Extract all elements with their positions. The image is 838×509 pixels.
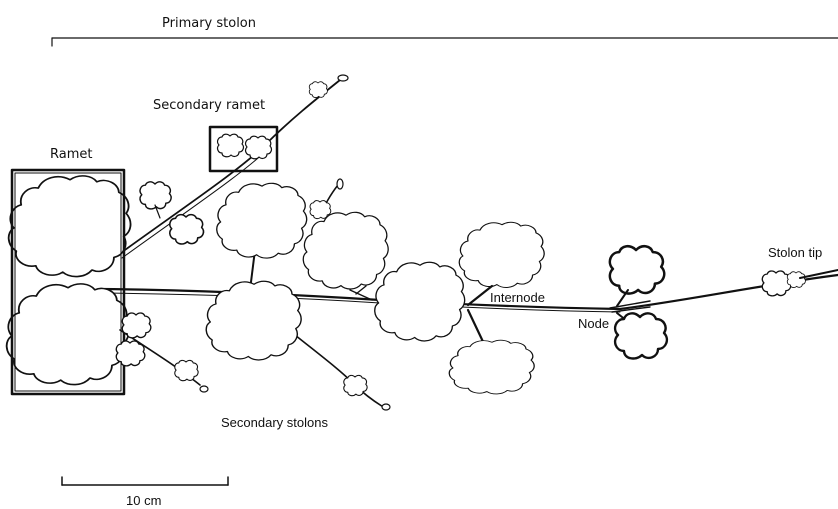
secondary-ramet-label: Secondary ramet bbox=[153, 98, 265, 113]
center-right-leaves bbox=[448, 221, 545, 395]
stolon-tip-label: Stolon tip bbox=[768, 245, 822, 260]
scale-bar-label: 10 cm bbox=[126, 493, 161, 508]
internode-label: Internode bbox=[490, 290, 545, 305]
node-leaves bbox=[608, 244, 669, 360]
primary-stolon-label: Primary stolon bbox=[162, 16, 256, 31]
secondary-stolons-lower bbox=[115, 312, 391, 411]
secondary-stolons-label: Secondary stolons bbox=[221, 415, 328, 430]
secondary-ramet bbox=[208, 125, 279, 173]
node-label: Node bbox=[578, 316, 609, 331]
ramet-label: Ramet bbox=[50, 147, 92, 162]
upper-stolon-leaves bbox=[139, 181, 205, 245]
ramet bbox=[5, 168, 132, 396]
stolon-tip bbox=[761, 269, 838, 297]
middle-leaves bbox=[205, 178, 466, 361]
primary-stolon-bracket bbox=[51, 37, 838, 47]
scale-bar bbox=[61, 476, 229, 486]
